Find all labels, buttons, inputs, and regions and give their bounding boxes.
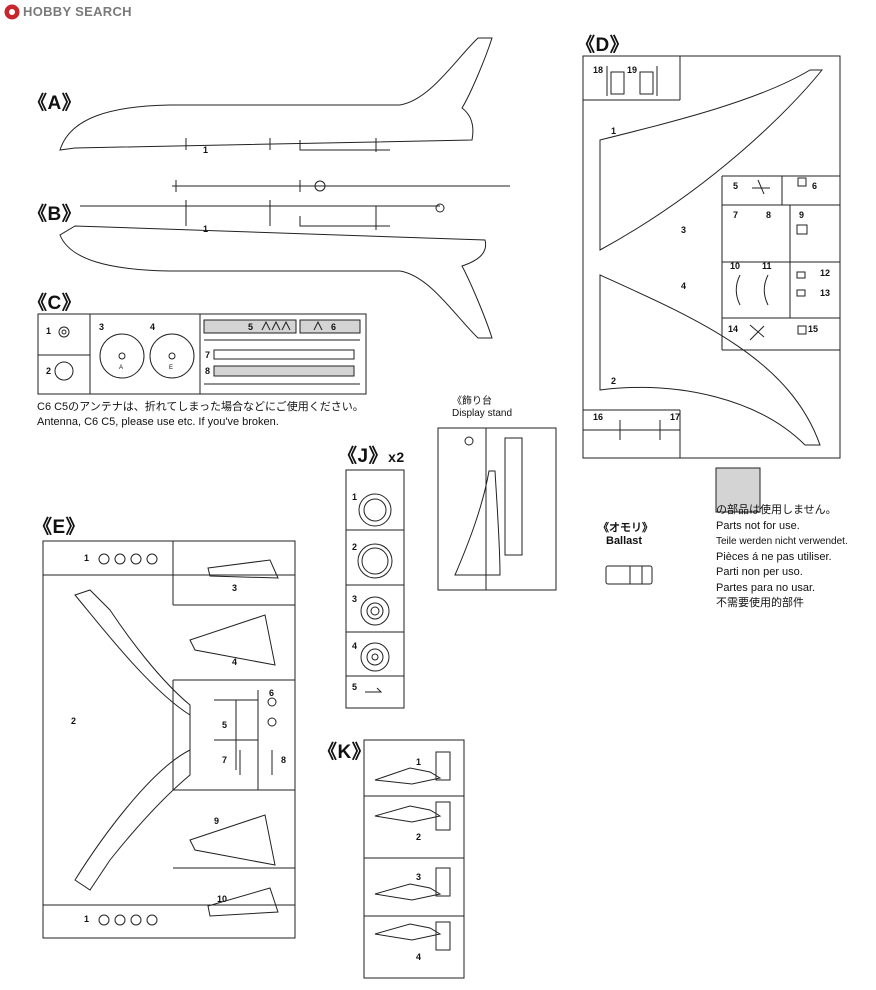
part-number: 19 <box>627 65 638 75</box>
display-stand-label: 《飾り台 Display stand <box>440 396 512 420</box>
disc-letter: A <box>119 365 124 371</box>
part-number: 13 <box>820 288 831 298</box>
part-number: 5 <box>733 181 739 191</box>
part-number: 7 <box>733 210 739 220</box>
part-number: 2 <box>611 376 617 386</box>
sprue-b-title: 《B》 <box>28 204 82 225</box>
part-number: 5 <box>222 720 228 730</box>
sprue-b-fuselage <box>59 200 493 339</box>
part-number: 4 <box>681 281 687 291</box>
part-number: 18 <box>593 65 604 75</box>
part-number: 1 <box>352 492 358 502</box>
part-number: 3 <box>352 594 358 604</box>
watermark-text: HOBBY SEARCH <box>23 4 132 20</box>
part-number: 16 <box>593 412 604 422</box>
legend-line-fr: Pièces á ne pas utiliser. <box>716 550 832 563</box>
sprue-e-frame <box>42 540 296 939</box>
part-number: 8 <box>766 210 772 220</box>
part-number: 14 <box>728 324 739 334</box>
sprue-d-frame <box>582 55 841 459</box>
part-number: 12 <box>820 268 831 278</box>
part-number: 1 <box>611 126 617 136</box>
display-stand-jp: 《飾り台 <box>452 396 492 407</box>
sprue-a-title: 《A》 <box>28 93 82 114</box>
part-number: 1 <box>84 553 90 563</box>
sprue-j-multiplier: x2 <box>388 449 405 465</box>
sprue-k-frame <box>363 739 465 979</box>
part-number: 3 <box>99 322 105 332</box>
part-number: 15 <box>808 324 819 334</box>
part-number: 1 <box>203 145 209 155</box>
disc-letter: E <box>169 365 174 371</box>
ballast-label: 《オモリ》 Ballast <box>598 522 653 548</box>
hobby-search-watermark: HOBBY SEARCH <box>3 3 132 21</box>
part-number: 6 <box>812 181 818 191</box>
part-number: 4 <box>416 952 422 962</box>
part-number: 8 <box>281 755 287 765</box>
legend-line-en: Parts not for use. <box>716 519 800 532</box>
ballast-jp: 《オモリ》 <box>598 522 653 534</box>
part-number: 1 <box>46 326 52 336</box>
ballast-part <box>605 565 653 585</box>
part-number: 6 <box>269 688 275 698</box>
legend-line-jp: の部品は使用しません。 <box>716 504 837 516</box>
part-number: 10 <box>730 261 741 271</box>
legend-line-zh: 不需要使用的部件 <box>716 597 804 609</box>
part-number: 4 <box>150 322 156 332</box>
not-used-legend: の部品は使用しません。 Parts not for use. Teile wer… <box>716 503 848 612</box>
display-stand-frame <box>437 427 557 591</box>
part-number: 9 <box>799 210 805 220</box>
sprue-d-title: 《D》 <box>576 35 630 56</box>
part-number: 2 <box>416 832 422 842</box>
sprue-k-title: 《K》 <box>318 742 372 763</box>
part-number: 6 <box>331 322 337 332</box>
sprue-j-frame <box>345 469 405 709</box>
sprue-e-title: 《E》 <box>33 517 86 538</box>
display-stand-en: Display stand <box>452 408 513 419</box>
part-number: 1 <box>416 757 422 767</box>
part-number: 11 <box>762 261 772 271</box>
part-number: 2 <box>352 542 358 552</box>
part-number: 2 <box>71 716 77 726</box>
part-number: 1 <box>84 914 90 924</box>
antenna-note-jp: C6 C5のアンテナは、折れてしまった場合などにご使用ください。 <box>37 401 364 413</box>
part-number: 1 <box>203 224 209 234</box>
part-number: 9 <box>214 816 220 826</box>
part-number: 3 <box>416 872 422 882</box>
legend-line-it: Parti non per uso. <box>716 566 803 578</box>
legend-line-de: Teile werden nicht verwendet. <box>716 536 848 547</box>
part-number: 2 <box>46 366 52 376</box>
part-number: 17 <box>670 412 681 422</box>
part-number: 3 <box>681 225 687 235</box>
antenna-note: C6 C5のアンテナは、折れてしまった場合などにご使用ください。 Antenna… <box>37 400 364 430</box>
sprue-c-title: 《C》 <box>28 293 82 314</box>
sprue-j-title-text: 《J》 <box>338 446 389 467</box>
part-number: 8 <box>205 366 211 376</box>
sprue-c-frame <box>37 313 367 395</box>
part-number: 3 <box>232 583 238 593</box>
hobby-search-logo-icon <box>4 4 20 20</box>
sprue-a-fuselage <box>59 37 510 192</box>
part-number: 7 <box>205 350 211 360</box>
sprue-j-title: 《J》x2 <box>338 441 405 468</box>
part-number: 10 <box>217 894 228 904</box>
part-number: 7 <box>222 755 228 765</box>
part-number: 5 <box>248 322 254 332</box>
ballast-en: Ballast <box>606 535 643 547</box>
part-number: 4 <box>352 641 358 651</box>
not-used-sample-swatch <box>715 467 761 513</box>
part-number: 4 <box>232 657 238 667</box>
antenna-note-en: Antenna, C6 C5, please use etc. If you'v… <box>37 416 279 428</box>
legend-line-es: Partes para no usar. <box>716 581 816 594</box>
part-number: 5 <box>352 682 358 692</box>
